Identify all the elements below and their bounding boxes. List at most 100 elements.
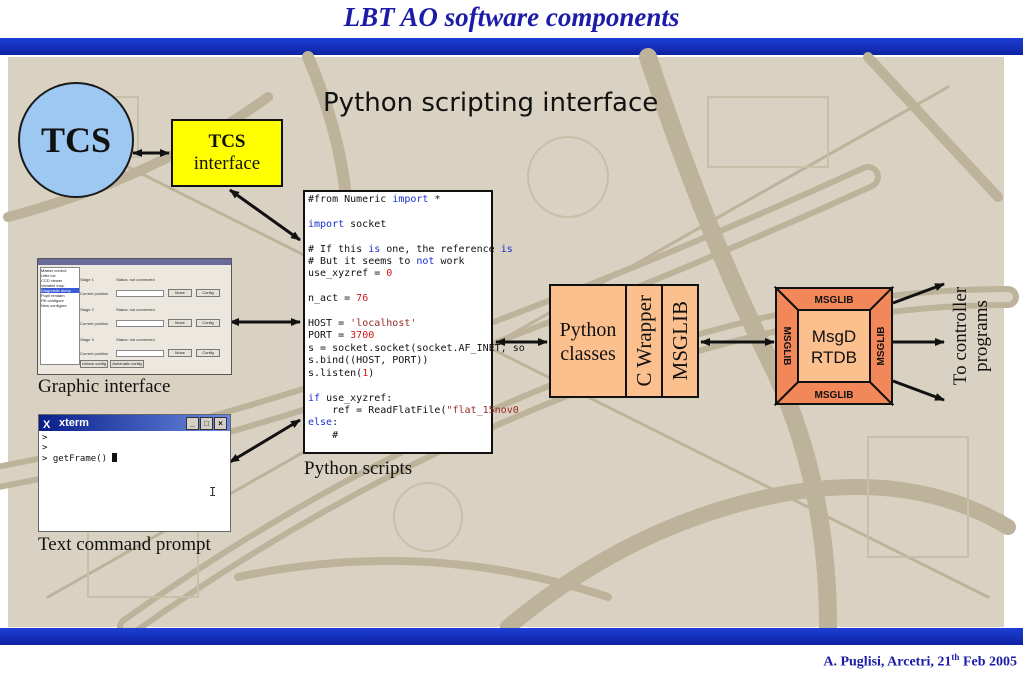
code-line: if use_xyzref: [308, 392, 393, 404]
python-classes-box: Python classes [549, 284, 627, 398]
gui-position-field[interactable] [116, 290, 164, 297]
xterm-terminal[interactable]: > > > getFrame() [39, 431, 230, 466]
python-scripts-caption: Python scripts [304, 458, 413, 479]
gui-config-button[interactable]: Config [196, 349, 220, 357]
code-line: # If this is one, the reference is [308, 243, 513, 255]
close-icon[interactable]: × [214, 417, 227, 430]
gui-move-button[interactable]: Move [168, 289, 192, 297]
gui-config-button[interactable]: Config [196, 289, 220, 297]
arrow-interface-scripts [229, 188, 301, 242]
c-wrapper-box: C Wrapper [625, 284, 663, 398]
slide-title: LBT AO software components [343, 2, 680, 32]
gui-stage-label: Stage 3 [80, 337, 94, 342]
gui-status-text: Status: not connected [116, 307, 155, 312]
xterm-window: X xterm _ □ × > > > getFrame() I [38, 414, 231, 532]
gui-status-text: Status: not connected [116, 277, 155, 282]
code-line: PORT = 3700 [308, 330, 375, 342]
gui-config-button[interactable]: Config [196, 319, 220, 327]
code-line [308, 231, 488, 243]
ibeam-cursor-icon: I [209, 485, 217, 499]
code-line: # But it seems to not work [308, 256, 465, 268]
author-credit: A. Puglisi, Arcetri, 21th Feb 2005 [823, 652, 1017, 671]
code-line [308, 281, 488, 293]
top-bar [0, 38, 1023, 55]
credit-sup: th [951, 652, 960, 662]
rtdb-msglib-left: MSGLIB [781, 327, 792, 366]
bottom-bar [0, 628, 1023, 645]
gui-list-item[interactable]: Pupil rendam [41, 293, 65, 298]
diagram-subtitle: Python scripting interface [323, 88, 659, 118]
tcs-node: TCS [18, 82, 134, 198]
gui-move-button[interactable]: Move [168, 319, 192, 327]
code-line: else: [308, 417, 339, 429]
gui-list-item[interactable]: Variable insp. [41, 283, 65, 288]
arrow-out-upper [892, 282, 945, 305]
code-line [308, 306, 488, 318]
c-wrapper-label: C Wrapper [631, 295, 656, 387]
code-line: import socket [308, 218, 387, 230]
gui-position-label: Current position [80, 321, 109, 326]
maximize-icon[interactable]: □ [200, 417, 213, 430]
rtdb-msglib-bottom: MSGLIB [815, 390, 854, 401]
code-line: use_xyzref = 0 [308, 268, 393, 280]
msglib-label: MSGLIB [667, 301, 692, 381]
rtdb-center-line1: MsgD [812, 327, 856, 346]
gui-list-item[interactable]: Little lux [41, 273, 56, 278]
minimize-icon[interactable]: _ [186, 417, 199, 430]
rtdb-msglib-right: MSGLIB [876, 327, 887, 366]
python-script-window: #from Numeric import * import socket # I… [303, 190, 525, 454]
gui-position-label: Current position [80, 291, 109, 296]
arrow-xterm-scripts [229, 418, 301, 464]
xterm-window-buttons: _ □ × [186, 417, 227, 430]
gui-position-field[interactable] [116, 320, 164, 327]
gui-position-label: Current position [80, 351, 109, 356]
credit-tail: Feb 2005 [959, 654, 1017, 670]
to-controller-line1: To controller [950, 286, 971, 386]
xterm-title: xterm [59, 417, 89, 429]
xterm-line: > [42, 433, 48, 443]
code-line: HOST = 'localhost' [308, 318, 417, 330]
code-line: # [308, 429, 339, 441]
gui-list-item[interactable]: Master control [41, 268, 67, 273]
xterm-line: > getFrame() [42, 454, 113, 464]
code-line [308, 380, 488, 392]
code-line: #from Numeric import * [308, 194, 441, 205]
code-line: s.listen(1) [308, 367, 375, 379]
to-controller-label: To controller programs [950, 266, 992, 406]
gui-automatic-config-button[interactable]: Automatic config [110, 360, 144, 368]
graphic-interface-caption: Graphic interface [38, 376, 171, 397]
tcs-label: TCS [40, 120, 112, 160]
gui-titlebar [38, 259, 231, 265]
gui-position-field[interactable] [116, 350, 164, 357]
rtdb-msglib-top: MSGLIB [815, 295, 854, 306]
python-classes-line2: classes [560, 343, 616, 365]
tcs-interface-line2: interface [193, 153, 261, 174]
msgd-rtdb-block: MSGLIB MSGLIB MSGLIB MSGLIB MsgD RTDB [773, 285, 895, 407]
code-line: ref = ReadFlatFile("flat_15nov0 [308, 404, 519, 416]
python-classes-line1: Python [559, 319, 617, 341]
to-controller-line2: programs [971, 300, 992, 372]
rtdb-center-line2: RTDB [811, 348, 857, 367]
gui-list-item[interactable]: Diagnostic dump [41, 288, 79, 293]
gui-list-item[interactable]: CCD viewer [41, 278, 63, 283]
x-logo-icon: X [43, 419, 51, 431]
credit-text: A. Puglisi, Arcetri, 21 [823, 654, 952, 670]
xterm-line: > [42, 443, 48, 453]
code-line: s = socket.socket(socket.AF_INET, so [308, 342, 525, 354]
gui-status-text: Status: not connected [116, 337, 155, 342]
code-line [308, 206, 488, 218]
text-prompt-caption: Text command prompt [38, 534, 211, 555]
gui-unlock-config-button[interactable]: Unlock config [80, 360, 108, 368]
text-cursor [112, 453, 118, 462]
gui-move-button[interactable]: Move [168, 349, 192, 357]
code-line: s.bind((HOST, PORT)) [308, 355, 429, 367]
gui-stage-label: Stage 2 [80, 307, 94, 312]
gui-stage-label: Stage 1 [80, 277, 94, 282]
gui-list-item[interactable]: New configure [41, 303, 67, 308]
arrow-out-lower [892, 379, 945, 402]
gui-list-item[interactable]: Filt configure [41, 298, 64, 303]
tcs-interface-box: TCS interface [171, 119, 283, 187]
